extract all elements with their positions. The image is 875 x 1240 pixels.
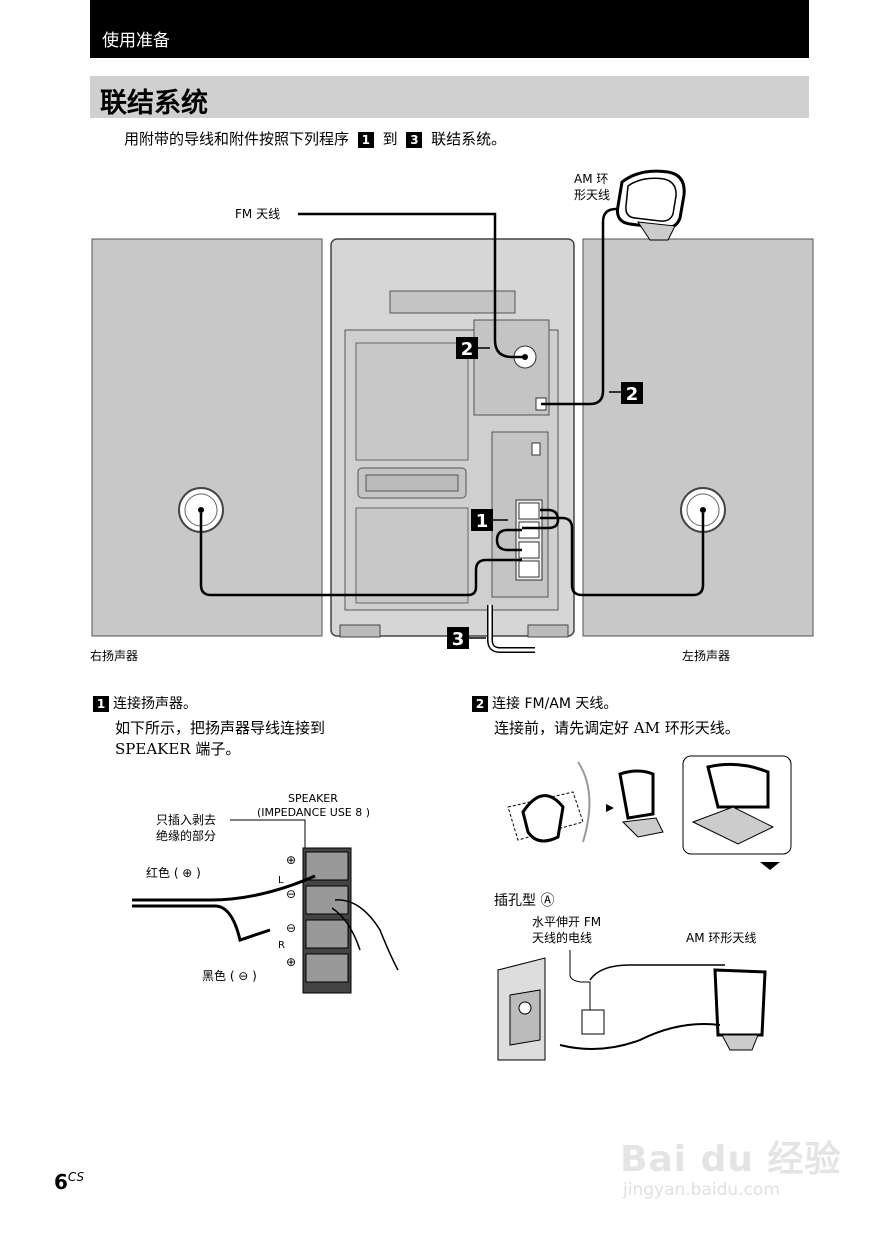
intro-text-after: 联结系统。: [431, 130, 507, 148]
fm-antenna-wire: [298, 212, 523, 359]
speaker-wire-figure: SPEAKER (IMPEDANCE USE 8 ) 只插入剥去 绝缘的部分 红…: [132, 792, 399, 994]
red-wire-label: 红色 ( ⊕ ): [146, 865, 201, 880]
step-badge: 2: [472, 696, 488, 712]
page-number-suffix: CS: [67, 1170, 85, 1184]
callout-step-1: [471, 509, 493, 531]
insert-label: 只插入剥去: [156, 813, 216, 827]
right-speaker-label: 右扬声器: [90, 648, 138, 663]
watermark-url: jingyan.baidu.com: [623, 1180, 780, 1200]
insert-label: 绝缘的部分: [156, 828, 216, 843]
step-badge: 1: [357, 132, 374, 148]
svg-text:3: 3: [452, 629, 465, 650]
callout-step-3: [447, 627, 469, 649]
page-header-bar: 使用准备: [90, 0, 809, 58]
svg-text:⊕: ⊕: [286, 853, 296, 867]
am-antenna-wire: [541, 207, 645, 406]
intro-text: 用附带的导线和附件按照下列程序 1 到 3 联结系统。: [124, 128, 506, 149]
right-speaker-box: [91, 238, 323, 637]
step1-title-text: 连接扬声器。: [113, 696, 197, 712]
intro-text-before: 用附带的导线和附件按照下列程序: [124, 130, 350, 148]
am-antenna-setup-figure: [507, 755, 792, 870]
fm-wire-label: 天线的电线: [532, 930, 592, 945]
intro-text-to: 到: [382, 130, 398, 148]
step2-body-line1: 连接前，请先调定好 AM 环形天线。: [494, 719, 740, 737]
am-antenna-label: AM 环: [574, 172, 608, 186]
speaker-label: SPEAKER: [288, 792, 338, 805]
callout-step-2-fm: [456, 337, 478, 359]
section-title: 联结系统: [100, 88, 208, 119]
svg-text:2: 2: [461, 339, 474, 360]
svg-text:⊖: ⊖: [286, 887, 296, 901]
step1-body-line2: SPEAKER 端子。: [115, 740, 241, 758]
section-title-bar: 联结系统: [90, 76, 809, 119]
step2-title-text: 连接 FM/AM 天线。: [492, 696, 618, 712]
jack-type-label: 插孔型 Ⓐ: [494, 893, 555, 909]
svg-text:⊖: ⊖: [286, 921, 296, 935]
left-speaker-label: 左扬声器: [682, 648, 730, 663]
black-wire-label: 黑色 ( ⊖ ): [202, 969, 257, 983]
page-number-value: 6: [54, 1170, 68, 1194]
left-speaker-box: [582, 238, 814, 637]
svg-text:⊕: ⊕: [286, 955, 296, 969]
svg-text:2: 2: [626, 384, 639, 405]
right-speaker-wire: [199, 513, 522, 597]
svg-text:R: R: [278, 940, 285, 951]
step1-body-line1: 如下所示，把扬声器导线连接到: [115, 719, 326, 737]
am-loop-antenna: [616, 169, 686, 241]
page-header-title: 使用准备: [102, 31, 170, 51]
am-antenna-label: 形天线: [574, 188, 610, 202]
svg-text:L: L: [278, 875, 284, 886]
page-number: 6CS: [54, 1170, 84, 1194]
left-speaker-wire: [540, 513, 705, 597]
watermark-logo: Bai du 经验: [620, 1139, 842, 1180]
svg-text:1: 1: [476, 511, 489, 532]
impedance-label: (IMPEDANCE USE 8 ): [257, 806, 370, 819]
jack-connection-figure: 水平伸开 FM 天线的电线 AM 环形天线: [497, 915, 767, 1061]
step-badge: 1: [93, 696, 109, 712]
step-badge: 3: [406, 132, 423, 148]
speaker-terminals: [515, 499, 543, 581]
am-loop-label: AM 环形天线: [686, 931, 756, 945]
connection-diagram: 2 2 1 3 AM 环 形天线 FM 天线 右扬声器 左扬声器: [90, 169, 814, 663]
fm-antenna-label: FM 天线: [235, 207, 280, 221]
fm-wire-label: 水平伸开 FM: [532, 915, 601, 929]
callout-step-2-am: [621, 382, 643, 404]
